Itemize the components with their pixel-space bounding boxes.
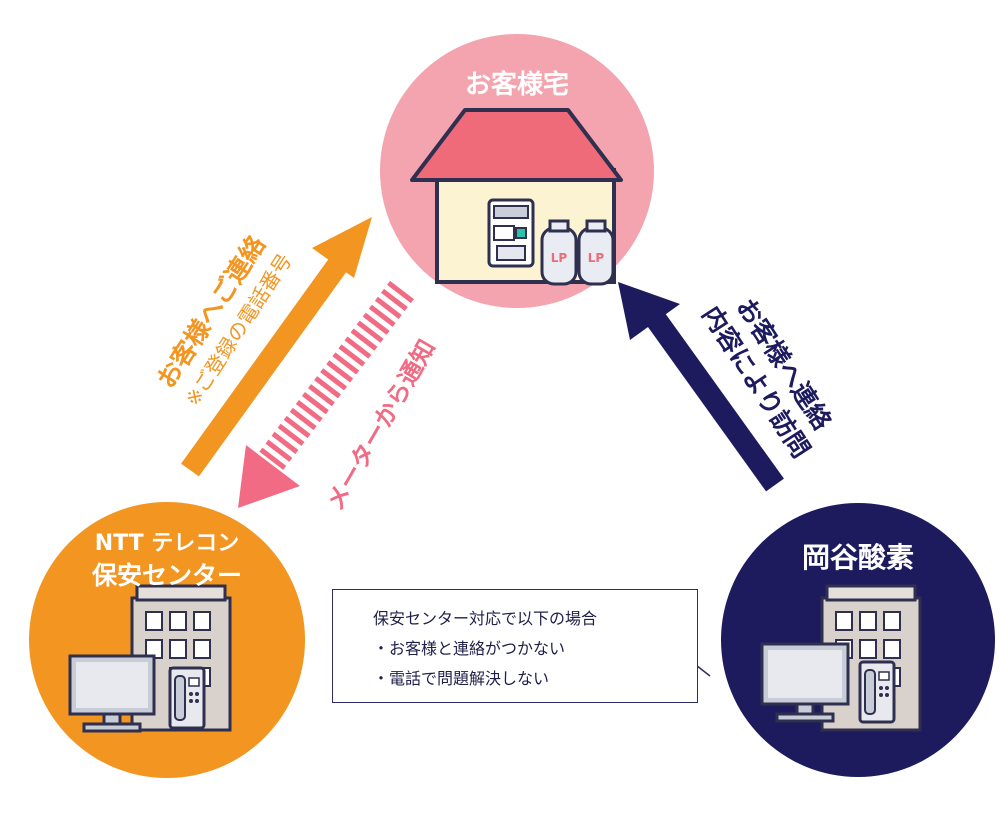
note-box: 保安センター対応で以下の場合 ・お客様と連絡がつかない ・電話で問題解決しない	[332, 589, 698, 703]
center-title-line1: NTT テレコン	[94, 531, 240, 556]
note-heading: 保安センター対応で以下の場合	[373, 609, 598, 628]
cylinder-label-1: LP	[551, 251, 568, 265]
note-item: ・お客様と連絡がつかない	[373, 639, 566, 658]
home-title: お客様宅	[464, 70, 569, 100]
orange-arrow	[181, 217, 372, 477]
center-title: NTT テレコン 保安センター	[72, 528, 262, 592]
navy-arrow	[618, 282, 784, 492]
center-phone-icon	[168, 666, 206, 730]
center-computer-icon	[68, 654, 156, 733]
pink-dashed-arrow	[238, 280, 414, 508]
okaya-phone-icon	[858, 660, 896, 724]
house-icon: LP LP	[410, 108, 623, 286]
cylinder-label-2: LP	[588, 251, 605, 265]
okaya-title: 岡谷酸素	[801, 541, 914, 574]
center-title-line2: 保安センター	[91, 561, 242, 590]
okaya-computer-icon	[760, 642, 850, 723]
note-item: ・電話で問題解決しない	[373, 669, 550, 688]
